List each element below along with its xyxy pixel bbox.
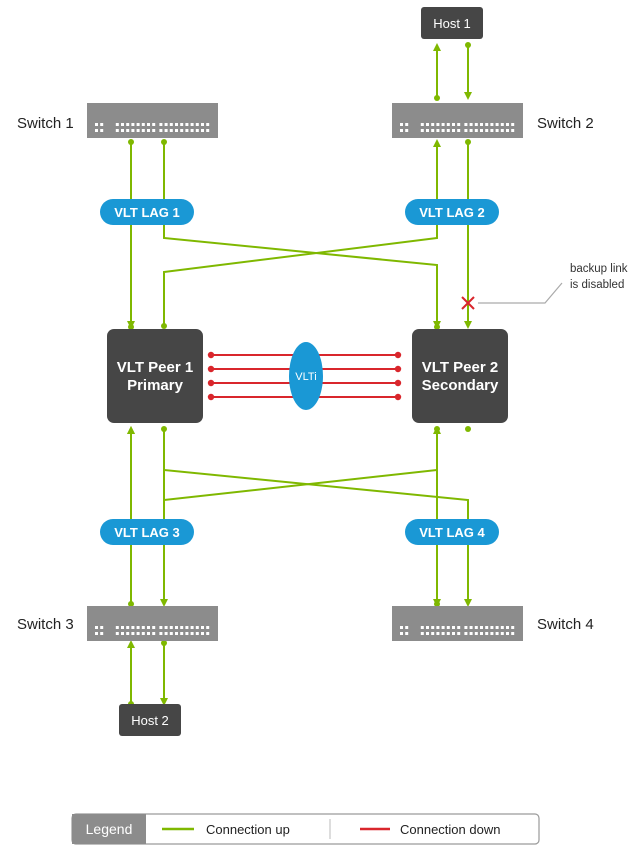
switch-2-label: Switch 2	[537, 115, 594, 132]
peer-2-role: Secondary	[422, 377, 499, 394]
host-1: Host 1	[421, 7, 483, 39]
switch-1	[87, 103, 218, 138]
vlti-label: VLTi	[295, 371, 316, 383]
connection-endpoints	[128, 42, 471, 707]
connection-up-lines	[127, 43, 472, 706]
host-1-label: Host 1	[433, 16, 471, 31]
switch-1-label: Switch 1	[17, 115, 74, 132]
host-2-label: Host 2	[131, 713, 169, 728]
peer-1-role: Primary	[127, 377, 184, 394]
switch-4	[392, 606, 523, 641]
disabled-link-x-icon	[461, 296, 475, 310]
switches	[87, 103, 523, 641]
vlt-peer-2: VLT Peer 2 Secondary	[412, 329, 508, 423]
switch-4-label: Switch 4	[537, 616, 594, 633]
lag-3-label: VLT LAG 3	[114, 525, 179, 540]
peer-1-name: VLT Peer 1	[117, 359, 193, 376]
lag-badge-1: VLT LAG 1	[100, 199, 194, 225]
host-2: Host 2	[119, 704, 181, 736]
lag-4-label: VLT LAG 4	[419, 525, 485, 540]
peer-2-name: VLT Peer 2	[422, 359, 498, 376]
switch-2	[392, 103, 523, 138]
legend-down-label: Connection down	[400, 822, 500, 837]
annotation-leader-line	[478, 282, 563, 304]
lag-badge-3: VLT LAG 3	[100, 519, 194, 545]
annotation-line-1: backup link	[570, 263, 628, 275]
legend-up-label: Connection up	[206, 822, 290, 837]
lag-badge-2: VLT LAG 2	[405, 199, 499, 225]
switch-3-label: Switch 3	[17, 616, 74, 633]
lag-badge-4: VLT LAG 4	[405, 519, 499, 545]
lag-1-label: VLT LAG 1	[114, 205, 179, 220]
lag-2-label: VLT LAG 2	[419, 205, 484, 220]
switch-3	[87, 606, 218, 641]
vlt-peer-1: VLT Peer 1 Primary	[107, 329, 203, 423]
legend-title: Legend	[86, 821, 133, 837]
vlti-ellipse	[289, 342, 323, 410]
annotation-line-2: is disabled	[570, 279, 624, 291]
vlti-links: VLTi	[207, 342, 402, 410]
legend: Legend Connection up Connection down	[71, 813, 540, 845]
